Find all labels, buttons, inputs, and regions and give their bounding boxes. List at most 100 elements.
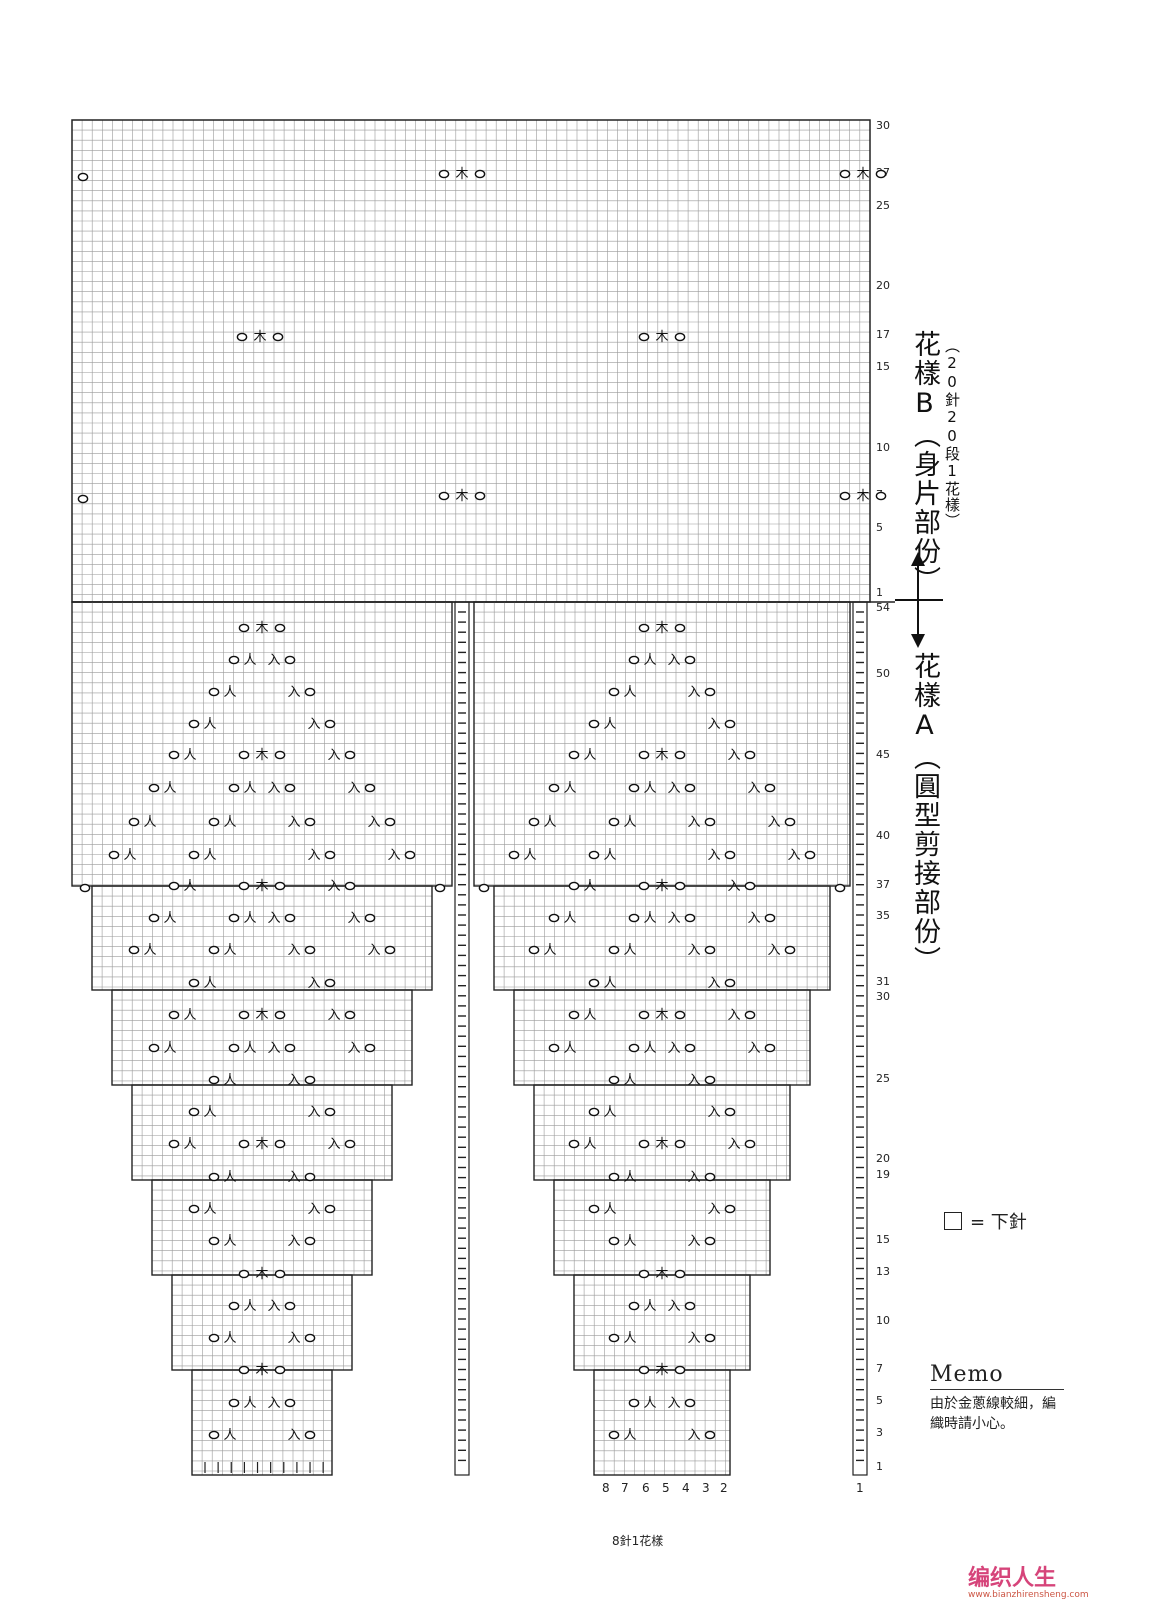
right-decrease-icon: 入 — [747, 1041, 760, 1056]
right-decrease-icon: 入 — [687, 1234, 700, 1249]
yarn-over-icon — [77, 494, 89, 504]
yarn-over-icon — [188, 1204, 200, 1214]
yarn-over-icon — [568, 1010, 580, 1020]
yarn-over-icon — [608, 817, 620, 827]
yarn-over-icon — [588, 978, 600, 988]
right-decrease-icon: 入 — [307, 976, 320, 991]
right-decrease-icon: 入 — [667, 653, 680, 668]
right-decrease-icon: 入 — [327, 1008, 340, 1023]
right-decrease-icon: 入 — [707, 848, 720, 863]
right-decrease-icon: 入 — [747, 781, 760, 796]
yarn-over-icon — [628, 1301, 640, 1311]
yarn-over-icon — [208, 1333, 220, 1343]
row-label-a-35: 35 — [876, 909, 890, 922]
yarn-over-icon — [208, 817, 220, 827]
yarn-over-icon — [608, 1333, 620, 1343]
left-decrease-icon: 人 — [223, 1234, 236, 1249]
bottom-ticks — [204, 1462, 324, 1473]
yarn-over-icon — [508, 850, 520, 860]
memo-line-1: 由於金蔥線較細，編 — [930, 1396, 1056, 1412]
right-decrease-icon: 入 — [327, 879, 340, 894]
right-decrease-icon: 入 — [287, 815, 300, 830]
yarn-over-icon — [384, 817, 396, 827]
stitch-number-8: 8 — [602, 1481, 610, 1495]
left-decrease-icon: 人 — [243, 1396, 256, 1411]
pattern-a-section: （圓型剪接部份） — [909, 743, 940, 975]
double-decrease-icon: 木 — [253, 330, 266, 345]
yarn-over-icon — [228, 913, 240, 923]
left-decrease-icon: 人 — [643, 1041, 656, 1056]
yarn-over-icon — [384, 945, 396, 955]
right-decrease-icon: 入 — [687, 815, 700, 830]
left-decrease-icon: 人 — [163, 781, 176, 796]
yarn-over-icon — [764, 913, 776, 923]
row-label-a-5: 5 — [876, 1394, 883, 1407]
yarn-over-icon — [628, 1398, 640, 1408]
yarn-over-icon — [674, 750, 686, 760]
stitch-number-2: 2 — [720, 1481, 728, 1495]
left-decrease-icon: 人 — [183, 1137, 196, 1152]
yarn-over-icon — [744, 1010, 756, 1020]
yarn-over-icon — [168, 1139, 180, 1149]
double-decrease-icon: 木 — [655, 330, 668, 345]
yarn-over-icon — [364, 913, 376, 923]
pattern-a-right-grid — [473, 601, 851, 1476]
yarn-over-icon — [724, 850, 736, 860]
yarn-over-icon — [608, 1172, 620, 1182]
yarn-over-icon — [568, 1139, 580, 1149]
stitch-number-6: 6 — [642, 1481, 650, 1495]
yarn-over-icon — [588, 850, 600, 860]
yarn-over-icon — [684, 1398, 696, 1408]
yarn-over-icon — [704, 687, 716, 697]
row-label-a-45: 45 — [876, 748, 890, 761]
double-decrease-icon: 木 — [856, 167, 869, 182]
yarn-over-icon — [168, 1010, 180, 1020]
yarn-over-icon — [704, 817, 716, 827]
double-decrease-icon: 木 — [255, 1267, 268, 1282]
yarn-over-icon — [704, 945, 716, 955]
row-label-a-10: 10 — [876, 1314, 890, 1327]
left-decrease-icon: 人 — [123, 848, 136, 863]
pattern-a-label: 花樣A（圓型剪接部份） — [905, 652, 944, 975]
yarn-over-icon — [684, 655, 696, 665]
double-decrease-icon: 木 — [255, 1008, 268, 1023]
yarn-over-icon — [274, 1269, 286, 1279]
right-decrease-icon: 入 — [267, 1041, 280, 1056]
yarn-over-icon — [188, 978, 200, 988]
double-decrease-icon: 木 — [655, 1363, 668, 1378]
yarn-over-icon — [238, 1365, 250, 1375]
right-decrease-icon: 入 — [287, 943, 300, 958]
yarn-over-icon — [238, 1269, 250, 1279]
yarn-over-icon — [684, 783, 696, 793]
right-decrease-icon: 入 — [687, 1331, 700, 1346]
left-decrease-icon: 人 — [623, 1170, 636, 1185]
row-label-a-40: 40 — [876, 829, 890, 842]
yarn-over-icon — [674, 1139, 686, 1149]
left-decrease-icon: 人 — [243, 911, 256, 926]
yarn-over-icon — [284, 655, 296, 665]
arrow-down-icon — [911, 634, 925, 648]
row-label-a-25: 25 — [876, 1072, 890, 1085]
yarn-over-icon — [238, 881, 250, 891]
yarn-over-icon — [548, 1043, 560, 1053]
yarn-over-icon — [274, 750, 286, 760]
yarn-over-icon — [128, 817, 140, 827]
yarn-over-icon — [744, 881, 756, 891]
yarn-over-icon — [588, 1204, 600, 1214]
row-label-b-15: 15 — [876, 360, 890, 373]
yarn-over-icon — [274, 881, 286, 891]
stitch-number-1: 1 — [856, 1481, 864, 1495]
right-decrease-icon: 入 — [687, 1170, 700, 1185]
yarn-over-icon — [304, 1172, 316, 1182]
right-decrease-icon: 入 — [287, 1170, 300, 1185]
left-decrease-icon: 人 — [203, 1105, 216, 1120]
yarn-over-icon — [638, 1365, 650, 1375]
yarn-over-icon — [344, 881, 356, 891]
yarn-over-icon — [188, 1107, 200, 1117]
right-decrease-icon: 入 — [367, 815, 380, 830]
left-decrease-icon: 人 — [163, 911, 176, 926]
yarn-over-icon — [438, 169, 450, 179]
right-decrease-icon: 入 — [287, 1428, 300, 1443]
yarn-over-icon — [764, 1043, 776, 1053]
